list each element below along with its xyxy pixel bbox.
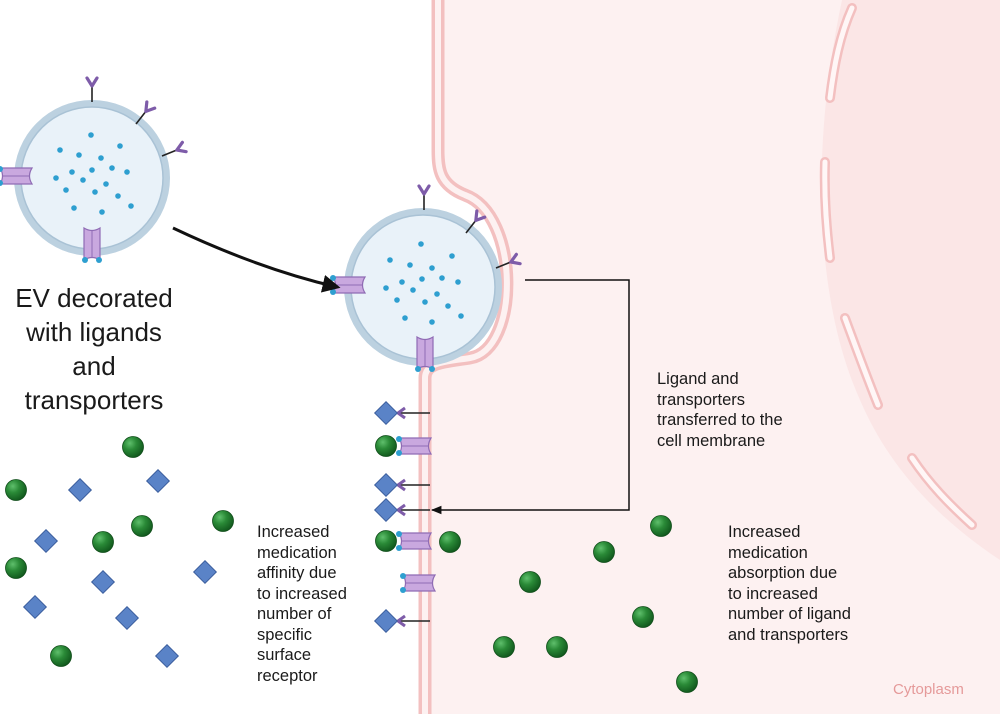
diamond-receptor: [374, 401, 430, 425]
diamond-receptor: [374, 473, 430, 497]
affinity-label-line: medication: [257, 543, 337, 562]
cargo-dots: [53, 132, 134, 215]
sphere-transporter: [375, 435, 432, 457]
cargo-dots: [383, 241, 464, 325]
affinity-label: Increased medication affinity due to inc…: [257, 522, 347, 686]
affinity-label-line: to increased: [257, 584, 347, 603]
extracellular-vesicle-free: [0, 76, 188, 264]
ev-label-line: and: [72, 351, 116, 381]
ev-label-line: EV decorated: [15, 283, 173, 313]
transporter-icon: [0, 165, 33, 187]
transporter-icon: [81, 227, 103, 264]
empty-transporter: [399, 572, 436, 594]
ligand-receptor-icon: [85, 76, 99, 104]
diamond-receptor: [374, 609, 430, 633]
cytoplasm-label: Cytoplasm: [893, 681, 964, 698]
transfer-label-line: Ligand and: [657, 370, 739, 388]
affinity-label-line: number of: [257, 605, 332, 623]
absorption-label-line: absorption due: [728, 564, 838, 582]
absorption-label-line: to increased: [728, 584, 818, 603]
nucleus: [821, 0, 1000, 560]
uptake-arrow: [172, 226, 341, 293]
ev-label-line: transporters: [24, 385, 164, 415]
transporter-icon: [414, 336, 436, 373]
sphere-transporter: [375, 530, 432, 552]
absorption-label-line: and transporters: [728, 625, 849, 644]
extracellular-drugs: [5, 436, 234, 668]
absorption-label: Increased medication absorption due to i…: [728, 522, 851, 645]
affinity-label-line: affinity due: [257, 564, 337, 582]
ev-label-line: with ligands: [26, 317, 162, 347]
affinity-label-line: specific: [257, 625, 313, 644]
transfer-label-line: cell membrane: [657, 431, 766, 450]
absorption-label-line: number of ligand: [728, 605, 851, 623]
transfer-label-line: transporters: [657, 390, 746, 409]
absorption-label-line: Increased: [728, 523, 801, 541]
absorption-label-line: medication: [728, 543, 808, 562]
nuclear-envelope: [819, 3, 977, 530]
transporter-icon: [329, 274, 366, 296]
extracellular-vesicle-fusing: [329, 184, 522, 373]
membrane-receptors: [374, 401, 436, 633]
transfer-label-line: transferred to the: [657, 411, 783, 429]
transfer-arrow: [430, 279, 630, 515]
affinity-label-line: receptor: [257, 666, 318, 685]
affinity-label-line: surface: [257, 646, 312, 664]
ligand-receptor-icon: [417, 184, 431, 212]
ev-label: EV decorated with ligands and transporte…: [0, 281, 188, 417]
affinity-label-line: Increased: [257, 523, 330, 541]
transfer-label: Ligand and transporters transferred to t…: [657, 369, 783, 451]
diamond-receptor: [374, 498, 430, 522]
